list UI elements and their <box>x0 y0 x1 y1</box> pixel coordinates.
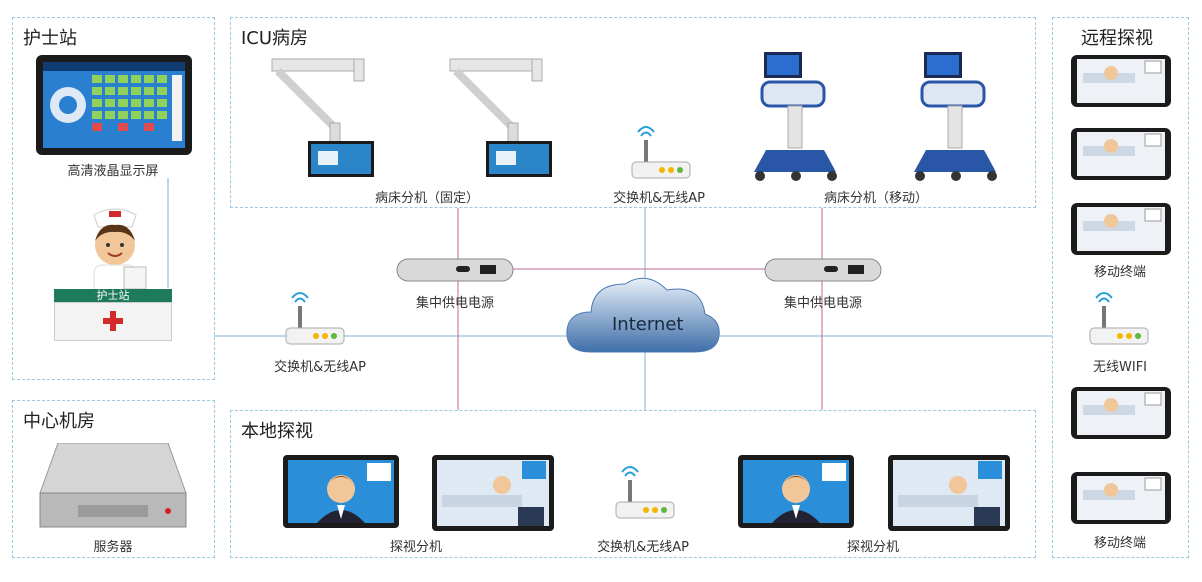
caption-server: 服务器 <box>93 540 133 555</box>
caption-icu-switch-ap: 交换机&无线AP <box>613 191 705 206</box>
bed-unit-fixed-1 <box>271 58 374 177</box>
visit-unit-left-patient-screen <box>432 455 554 531</box>
mobile-terminal-2 <box>1071 128 1171 180</box>
power-supply-right <box>764 258 882 282</box>
visit-unit-right-patient-screen <box>888 455 1010 531</box>
zone-title-local-visit: 本地探视 <box>241 421 313 442</box>
caption-bed-unit-fixed: 病床分机（固定） <box>374 191 480 206</box>
mobile-terminal-1 <box>1071 55 1171 107</box>
nurse-illustration <box>93 208 147 295</box>
caption-visit-unit-left: 探视分机 <box>389 540 443 555</box>
zone-icu-ward: ICU病房 <box>230 17 1036 208</box>
caption-bed-unit-mobile: 病床分机（移动） <box>823 191 929 206</box>
visit-unit-right-doctor-screen <box>738 455 854 528</box>
caption-wireless-wifi: 无线WIFI <box>1093 360 1147 375</box>
nurse-desk-sign: 护士站 <box>54 289 172 302</box>
internet-label: Internet <box>612 314 684 335</box>
hd-lcd-monitor <box>36 55 192 155</box>
bed-unit-mobile-1 <box>754 52 837 181</box>
wireless-wifi-router <box>1089 292 1149 345</box>
internet-cloud-icon <box>566 277 720 353</box>
power-supply-left <box>396 258 514 282</box>
mid-switch-ap <box>285 292 345 345</box>
mobile-terminal-4 <box>1071 387 1171 439</box>
icu-switch-ap <box>631 126 691 179</box>
caption-mobile-terminal-1: 移动终端 <box>1093 265 1147 280</box>
caption-power-left: 集中供电电源 <box>415 296 495 311</box>
zone-remote-visit: 远程探视 <box>1052 17 1189 558</box>
caption-mobile-terminal-2: 移动终端 <box>1093 536 1147 551</box>
zone-title-data-center: 中心机房 <box>23 411 95 432</box>
caption-visit-unit-right: 探视分机 <box>846 540 900 555</box>
server-icon <box>39 443 187 528</box>
visit-unit-left-doctor-screen <box>283 455 399 528</box>
zone-title-remote-visit: 远程探视 <box>1081 28 1153 49</box>
zone-title-nurse-station: 护士站 <box>23 28 77 49</box>
caption-local-switch-ap: 交换机&无线AP <box>597 540 689 555</box>
caption-power-right: 集中供电电源 <box>783 296 863 311</box>
mobile-terminal-3 <box>1071 203 1171 255</box>
mobile-terminal-5 <box>1071 472 1171 524</box>
zone-data-center: 中心机房 <box>12 400 215 558</box>
zone-title-icu-ward: ICU病房 <box>241 28 309 49</box>
zone-local-visit: 本地探视 <box>230 410 1036 558</box>
bed-unit-mobile-2 <box>914 52 997 181</box>
red-cross-icon <box>103 311 123 331</box>
caption-mid-switch-ap: 交换机&无线AP <box>274 360 366 375</box>
nurse-desk: 护士站 <box>54 289 172 341</box>
caption-hd-lcd: 高清液晶显示屏 <box>67 164 159 179</box>
zone-nurse-station: 护士站 <box>12 17 215 380</box>
local-switch-ap <box>615 466 675 519</box>
bed-unit-fixed-2 <box>449 58 552 177</box>
